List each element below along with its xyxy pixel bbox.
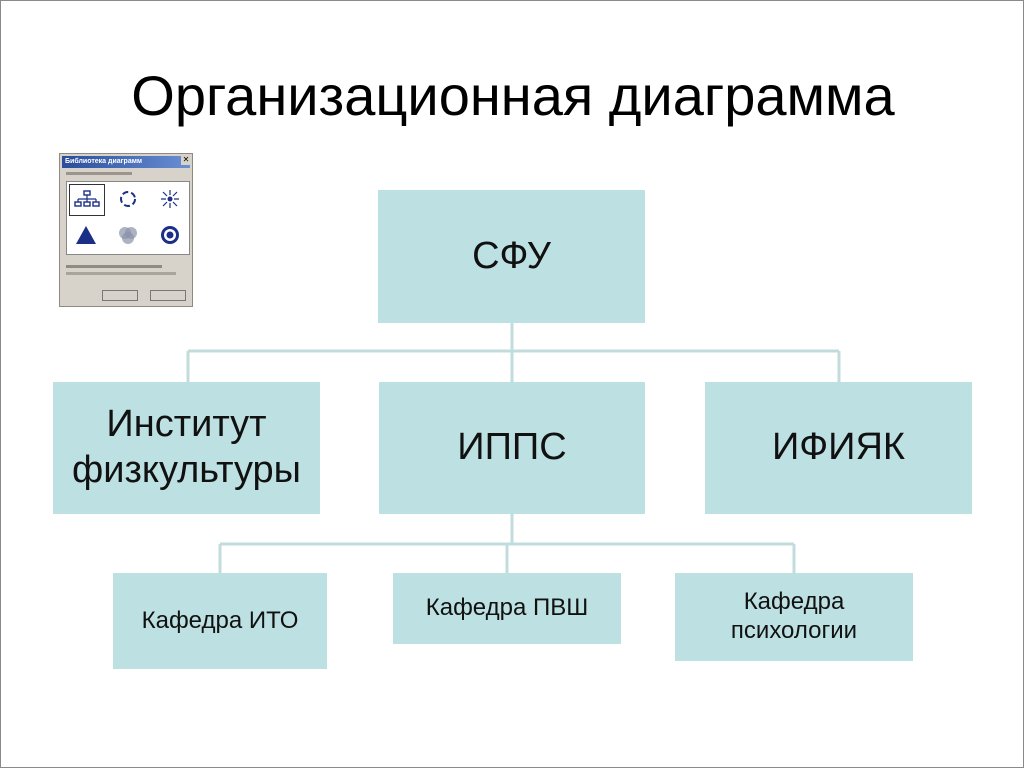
- org-node-label: Кафедра ИТО: [141, 606, 299, 634]
- venn-diagram-icon: [111, 220, 145, 250]
- dialog-description-blurred: [66, 264, 190, 281]
- diagram-library-dialog-image: Библиотека диаграмм ✕: [59, 153, 193, 307]
- org-node-institut-fizkultury: Институт физкультуры: [53, 382, 320, 514]
- org-node-label-line2: физкультуры: [72, 449, 301, 491]
- org-node-label-line2: психологии: [730, 617, 858, 644]
- org-node-label: ИППС: [457, 426, 567, 469]
- radial-diagram-icon: [153, 184, 187, 214]
- pyramid-diagram-icon: [69, 220, 103, 250]
- org-node-ifiyak: ИФИЯК: [705, 382, 972, 514]
- org-node-label-line1: Кафедра: [743, 588, 845, 616]
- org-node-label: Кафедра ПВШ: [425, 594, 589, 622]
- org-node-ipps: ИППС: [379, 382, 645, 514]
- dialog-title-bar: Библиотека диаграмм: [62, 156, 190, 168]
- org-node-label-line1: Институт: [106, 403, 267, 446]
- org-node-sfu: СФУ: [378, 190, 645, 323]
- org-node-kafedra-pvsh: Кафедра ПВШ: [393, 573, 621, 644]
- close-icon: ✕: [181, 155, 191, 165]
- cycle-diagram-icon: [111, 184, 145, 214]
- diagram-type-grid: [66, 181, 190, 255]
- dialog-ok-button: [102, 290, 138, 301]
- dialog-title: Библиотека диаграмм: [65, 158, 143, 165]
- slide-title: Организационная диаграмма: [131, 64, 895, 127]
- org-chart-icon: [69, 184, 105, 216]
- org-node-label: ИФИЯК: [771, 426, 906, 469]
- org-node-kafedra-psihologii: Кафедра психологии: [675, 573, 913, 661]
- dialog-subtitle-blurred: [66, 171, 136, 178]
- target-diagram-icon: [153, 220, 187, 250]
- org-node-label: СФУ: [472, 234, 551, 277]
- org-node-kafedra-ito: Кафедра ИТО: [113, 573, 327, 669]
- dialog-cancel-button: [150, 290, 186, 301]
